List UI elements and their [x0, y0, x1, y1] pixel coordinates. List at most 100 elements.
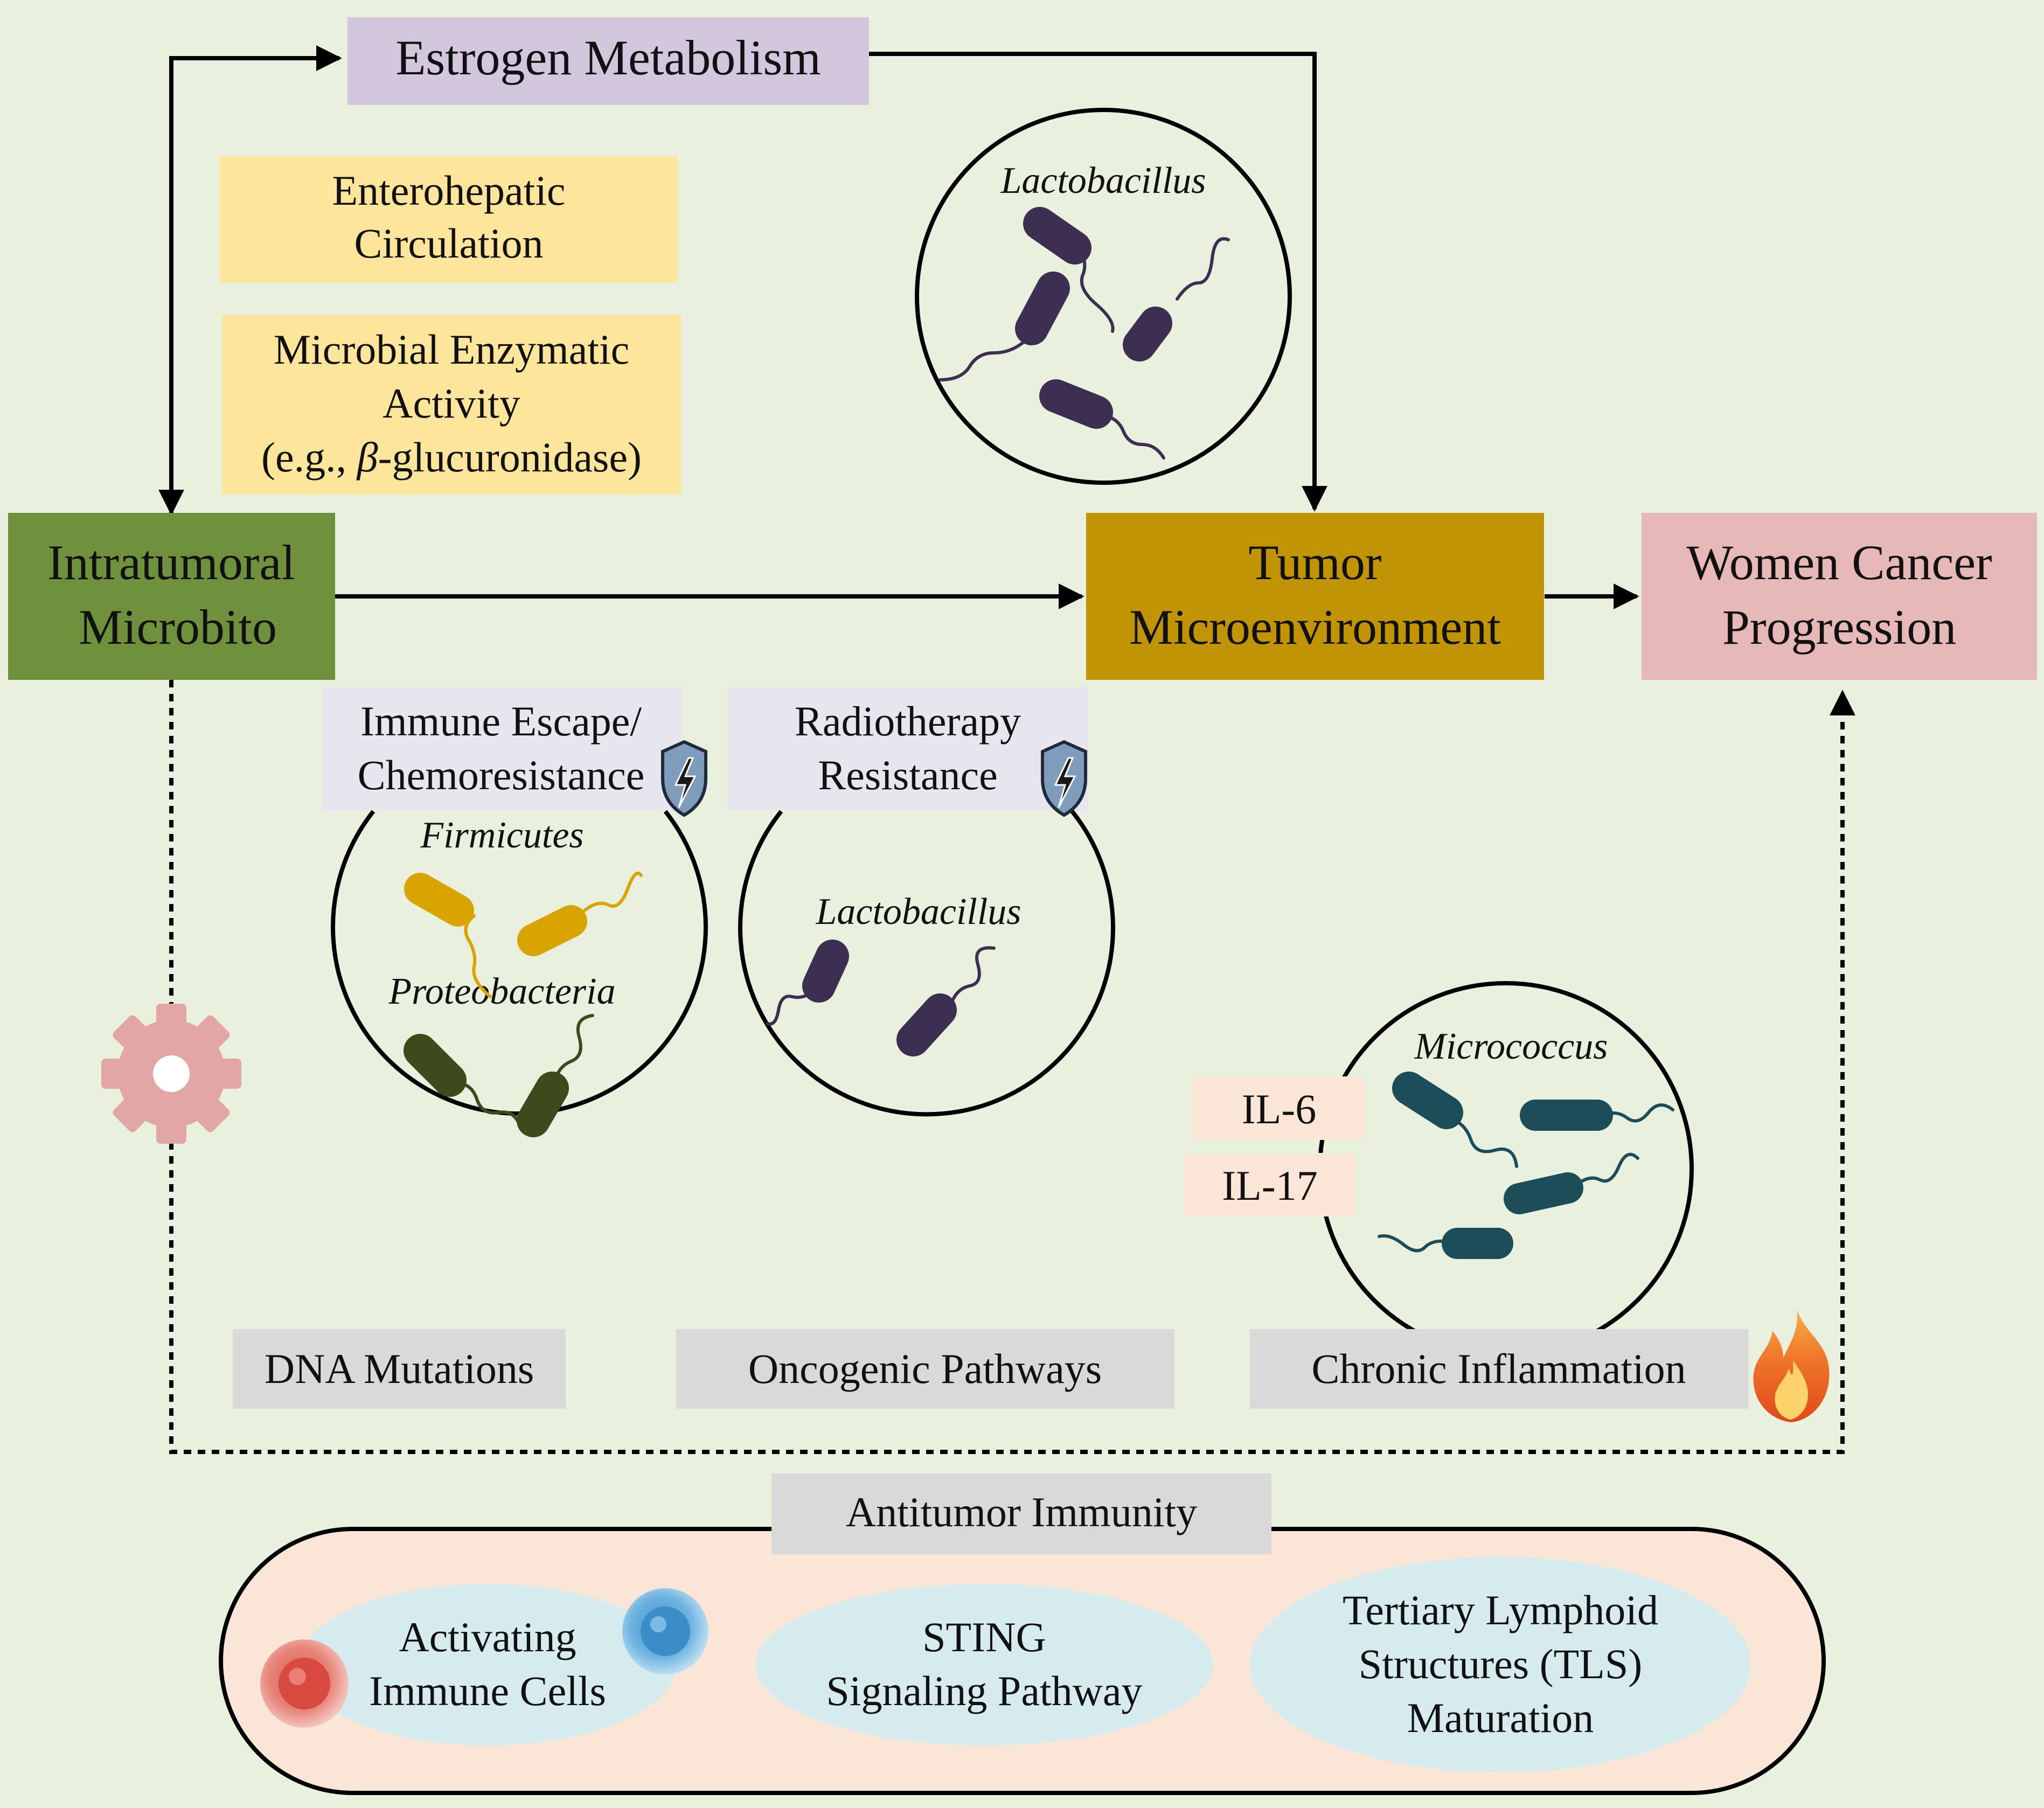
il6-box — [1193, 1077, 1365, 1139]
cancer-box — [1642, 513, 2037, 680]
bacterium — [1504, 1152, 1639, 1214]
antitumor-immunity-label: Antitumor Immunity — [846, 1489, 1197, 1535]
immune-escape-label-1: Immune Escape/ — [360, 698, 642, 745]
enzymatic-label-3: (e.g., β-glucuronidase) — [261, 434, 642, 481]
oncogenic-pathways-box — [676, 1329, 1174, 1409]
beta-symbol: β — [356, 434, 378, 481]
il17-node: IL-17 — [1184, 1154, 1355, 1216]
arrow-estrogen-tumor — [868, 52, 1327, 512]
sting-label-1: STING — [922, 1614, 1046, 1660]
dna-mutations-node: DNA Mutations — [233, 1329, 566, 1409]
enterohepatic-box — [220, 156, 678, 283]
tls-label-2: Structures (TLS) — [1359, 1640, 1642, 1687]
lactobacillus-top-bacteria — [938, 207, 1230, 460]
shield-lightning-icon — [1041, 740, 1087, 817]
firmicutes-bacteria — [404, 871, 643, 998]
activating-label-2: Immune Cells — [369, 1667, 606, 1714]
connectors — [158, 45, 1855, 1454]
enzymatic-label-1: Microbial Enzymatic — [274, 326, 630, 373]
bacterium — [1123, 237, 1230, 361]
enzymatic-box — [222, 315, 681, 495]
chronic-inflammation-node: Chronic Inflammation — [1250, 1329, 1748, 1409]
bacterium — [1039, 379, 1165, 460]
proteobacteria-bacteria — [404, 1014, 594, 1137]
immune-escape-box — [322, 687, 682, 811]
radiotherapy-box — [727, 687, 1088, 811]
shield-lightning-icon — [661, 740, 707, 817]
bacterium — [896, 946, 996, 1056]
tls-ellipse — [1250, 1557, 1751, 1772]
il6-label: IL-6 — [1242, 1086, 1317, 1132]
cancer-label-1: Women Cancer — [1686, 535, 1992, 590]
micrococcus-label: Micrococcus — [1414, 1026, 1608, 1067]
tls-label-1: Tertiary Lymphoid — [1343, 1587, 1658, 1633]
il17-box — [1184, 1154, 1355, 1216]
bacterium — [517, 871, 643, 956]
lactobacillus-top-group: Lactobacillus — [915, 108, 1292, 485]
radiotherapy-label-1: Radiotherapy — [795, 698, 1021, 745]
sting-ellipse — [755, 1584, 1213, 1746]
tumor-box — [1086, 513, 1544, 680]
radiotherapy-node: Radiotherapy Resistance — [727, 687, 1088, 811]
activating-ellipse — [299, 1584, 676, 1746]
micrococcus-bacteria — [1378, 1072, 1674, 1259]
intratumoral-label-1: Intratumoral — [47, 535, 295, 590]
tls-label-3: Maturation — [1407, 1694, 1594, 1741]
lactobacillus-top-label: Lactobacillus — [1000, 160, 1206, 201]
il6-node: IL-6 — [1193, 1077, 1365, 1139]
arrow-intratumoral-estrogen — [158, 45, 342, 516]
red-immune-cell-icon — [260, 1639, 349, 1728]
lactobacillus-mid-circle — [738, 810, 1115, 1117]
estrogen-metabolism-node: Estrogen Metabolism — [347, 17, 869, 105]
dna-mutations-box — [233, 1329, 566, 1409]
bacterium — [938, 272, 1070, 381]
fire-icon — [1753, 1309, 1830, 1422]
estrogen-label: Estrogen Metabolism — [395, 30, 821, 85]
lactobacillus-mid-bacteria — [766, 940, 996, 1056]
enzymatic-label-3-post: -glucuronidase) — [378, 434, 641, 481]
cancer-label-2: Progression — [1722, 600, 1956, 655]
immune-escape-label-2: Chemoresistance — [358, 752, 645, 798]
tumor-label-2: Microenvironment — [1129, 600, 1501, 655]
bacterium — [517, 1014, 594, 1137]
proteobacteria-label: Proteobacteria — [388, 971, 615, 1012]
oncogenic-pathways-label: Oncogenic Pathways — [748, 1345, 1102, 1392]
immune-escape-node: Immune Escape/ Chemoresistance — [322, 687, 682, 811]
bacterium — [1520, 1100, 1674, 1131]
enzymatic-node: Microbial Enzymatic Activity (e.g., β-gl… — [222, 315, 681, 495]
bacterium — [766, 940, 849, 1026]
dna-mutations-label: DNA Mutations — [265, 1345, 534, 1392]
firmicutes-group: Firmicutes Proteobacteria — [331, 810, 708, 1137]
firmicutes-label: Firmicutes — [420, 815, 583, 856]
blue-immune-cell-icon — [622, 1588, 708, 1674]
radiotherapy-label-2: Resistance — [818, 752, 998, 798]
chronic-inflammation-box — [1250, 1329, 1748, 1409]
sting-label-2: Signaling Pathway — [826, 1667, 1142, 1714]
estrogen-box — [347, 17, 869, 105]
oncogenic-pathways-node: Oncogenic Pathways — [676, 1329, 1174, 1409]
enzymatic-label-3-pre: (e.g., — [261, 434, 357, 481]
bacterium — [1378, 1228, 1513, 1259]
activating-label-1: Activating — [399, 1614, 576, 1660]
cancer-node: Women Cancer Progression — [1642, 513, 2037, 680]
lactobacillus-mid-label: Lactobacillus — [815, 891, 1021, 933]
intratumoral-node: Intratumoral Microbito — [8, 513, 335, 680]
antitumor-immunity-box — [771, 1473, 1271, 1554]
bacterium — [404, 1034, 522, 1128]
tumor-label-1: Tumor — [1248, 535, 1381, 590]
il17-label: IL-17 — [1222, 1162, 1318, 1209]
antitumor-immunity-panel: Antitumor Immunity Activating Immune Cel… — [219, 1473, 1826, 1795]
bacterium — [1023, 207, 1115, 333]
intratumoral-label-2: Microbito — [79, 600, 277, 655]
gear-icon — [101, 1004, 241, 1144]
chronic-inflammation-label: Chronic Inflammation — [1311, 1345, 1686, 1392]
arrow-dotted-intratumoral-cancer — [169, 680, 1855, 1454]
bacterium — [1392, 1072, 1518, 1168]
lactobacillus-top-circle — [915, 108, 1292, 485]
enterohepatic-label-2: Circulation — [354, 220, 544, 267]
intratumoral-box — [8, 513, 335, 680]
enterohepatic-label-1: Enterohepatic — [332, 167, 565, 214]
lactobacillus-mid-group: Lactobacillus — [738, 810, 1115, 1117]
tumor-node: Tumor Microenvironment — [1086, 513, 1544, 680]
